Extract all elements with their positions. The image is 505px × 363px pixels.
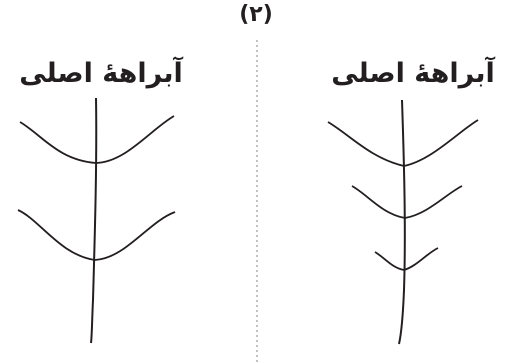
left-main-channel [90,97,98,344]
left-panel-title: آبراههٔ اصلی [19,58,183,89]
figure-number: (۲) [239,2,273,27]
right-main-channel [398,99,406,345]
right-tributary-top [327,119,479,167]
right-panel-title: آبراههٔ اصلی [331,58,495,89]
left-tributary-lower [17,209,176,261]
right-tributary-lower [374,247,439,271]
left-tributary-upper [19,115,175,164]
right-tributary-middle [351,185,463,219]
